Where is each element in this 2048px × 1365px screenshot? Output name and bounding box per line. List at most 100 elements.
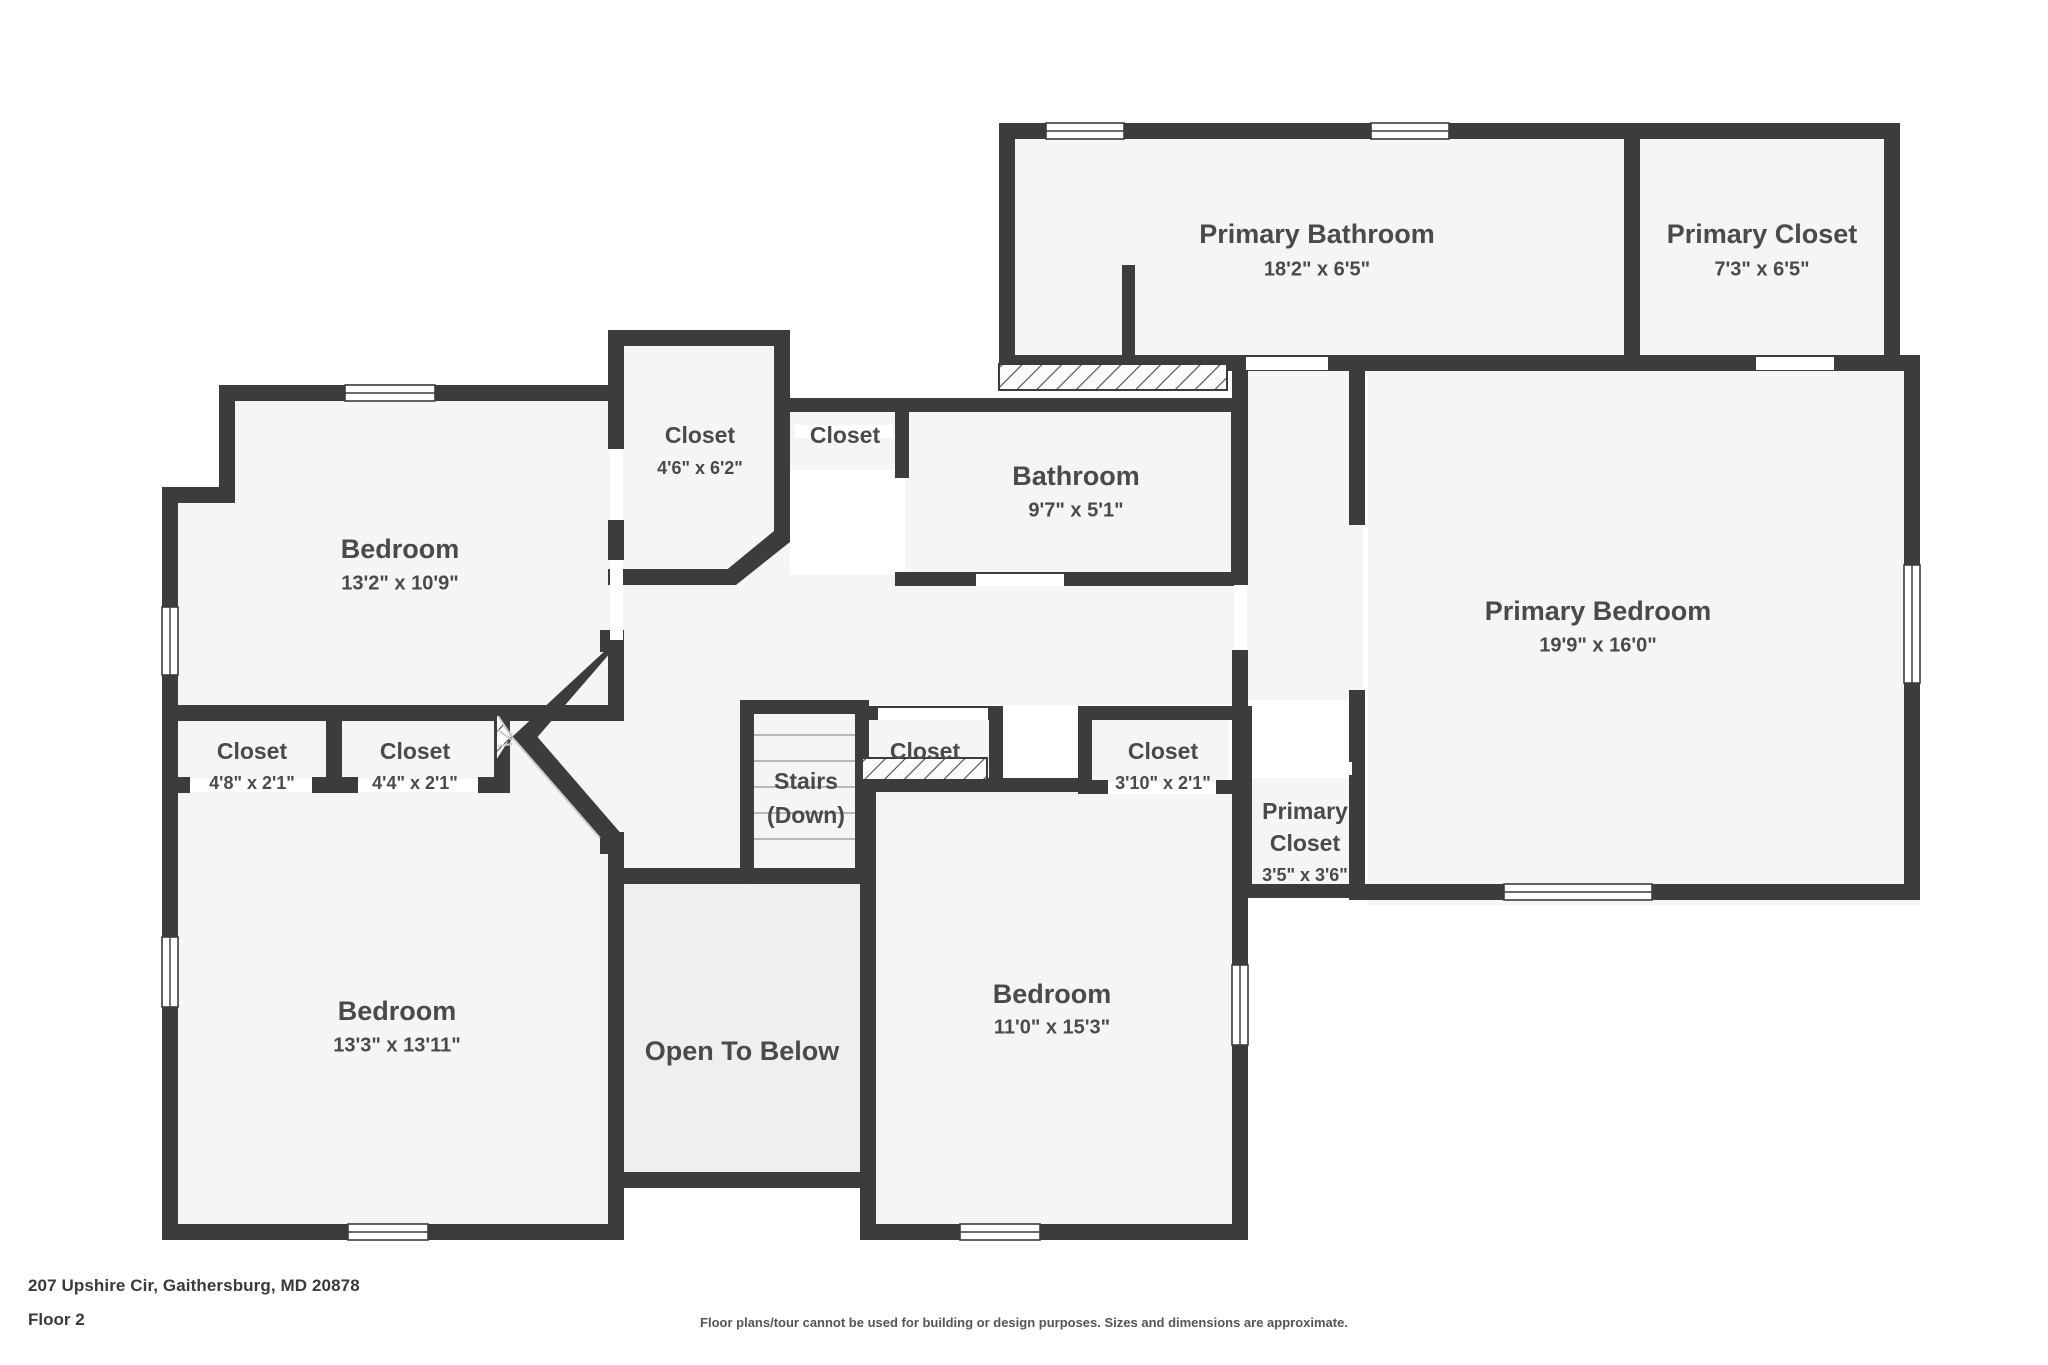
room-fill-primary-bathroom	[1009, 133, 1625, 364]
door-closet-rs-bottom	[1108, 782, 1216, 794]
wall-bbm-bottom	[860, 1224, 1248, 1240]
wall-cc-right	[989, 706, 1003, 792]
wall-cum-top	[780, 398, 908, 412]
wall-btl-left-upper	[219, 385, 235, 495]
label-closet-rs-name: Closet	[1128, 738, 1199, 764]
disclaimer-text: Floor plans/tour cannot be used for buil…	[700, 1315, 1348, 1330]
wall-otb-top	[608, 868, 876, 884]
wall-primary-bedroom-left-upper	[1349, 355, 1365, 525]
wall-stairs-left	[740, 700, 754, 882]
room-fill-bedroom-bottom-left	[170, 790, 620, 1238]
label-bedroom-bl-dim: 13'3" x 13'11"	[333, 1034, 460, 1056]
wall-otb-left	[608, 868, 624, 1188]
room-fill-closet-upper-mid	[790, 410, 900, 470]
room-fill-bedroom-bottom-mid	[862, 790, 1242, 1238]
wall-btl-right-b	[608, 520, 624, 560]
room-fill-primary-bedroom	[1368, 370, 1920, 905]
wall-pb-left	[999, 123, 1015, 369]
label-bedroom-tl-dim: 13'2" x 10'9"	[341, 572, 458, 594]
door-bathroom-bottom	[976, 574, 1064, 586]
door-closet-ul	[795, 425, 893, 438]
label-bedroom-bm-name: Bedroom	[993, 979, 1112, 1009]
label-primary-bathroom-name: Primary Bathroom	[1199, 219, 1435, 249]
label-stairs-name: Stairs	[774, 768, 838, 794]
label-primary-closet-sm-dim: 3'5" x 3'6"	[1262, 865, 1348, 885]
window-pbed-bottom	[1503, 883, 1653, 901]
wall-crs-top	[1078, 706, 1238, 720]
window-bbl-left	[161, 936, 179, 1008]
label-primary-bathroom-dim: 18'2" x 6'5"	[1264, 258, 1370, 280]
wall-crow-bottom-right	[478, 777, 510, 793]
door-swing-lines	[497, 715, 601, 839]
door-closet-center-top	[878, 708, 988, 720]
wall-bbm-top	[989, 778, 1089, 792]
window-btl-top	[344, 384, 436, 402]
label-closet-ul-name: Closet	[665, 422, 736, 448]
wall-bath-top	[895, 398, 1245, 412]
wall-crow-bottom-mid	[312, 777, 358, 793]
label-closet-rr-name: Closet	[380, 738, 451, 764]
room-fill-closet-right-small	[1089, 718, 1229, 790]
window-bbm-bottom	[959, 1223, 1041, 1241]
room-labels: Primary Bathroom 18'2" x 6'5" Primary Cl…	[209, 219, 1857, 1066]
wall-pcs-bottom	[1238, 884, 1365, 898]
wall-otb-bottom	[608, 1172, 876, 1188]
label-primary-closet-sm-name: Primary	[1262, 798, 1348, 824]
wall-hatch-bathroom-top	[998, 363, 1228, 391]
wall-bath-right	[1231, 398, 1245, 586]
floor-label: Floor 2	[28, 1310, 85, 1329]
label-stairs-name2: (Down)	[767, 802, 845, 828]
wall-crs-left	[1078, 706, 1092, 794]
door-closet-row-left	[190, 779, 312, 792]
label-open-to-below-name: Open To Below	[645, 1036, 840, 1066]
label-closet-center-name: Closet	[890, 738, 961, 764]
wall-cul-right	[774, 330, 790, 542]
wall-pcs-right	[1351, 706, 1365, 898]
wall-crow-mid	[326, 715, 342, 785]
room-fill-open-to-below	[622, 882, 860, 1184]
label-bedroom-tl-name: Bedroom	[341, 534, 460, 564]
wall-diagonal-lower	[512, 726, 624, 848]
wall-cul-left	[608, 330, 624, 402]
label-closet-rr-dim: 4'4" x 2'1"	[372, 773, 458, 793]
window-pb-1	[1045, 122, 1125, 140]
wall-pb-pc-divider	[1624, 133, 1640, 369]
property-address: 207 Upshire Cir, Gaithersburg, MD 20878	[28, 1276, 360, 1295]
stair-treads	[754, 734, 855, 840]
wall-primary-bedroom-top	[1355, 355, 1920, 371]
door-hall-to-pbed	[1234, 585, 1247, 650]
window-pbed-right	[1903, 564, 1921, 684]
door-closet-row-right	[358, 779, 478, 792]
wall-bbm-left	[860, 790, 876, 1240]
label-primary-bedroom-name: Primary Bedroom	[1485, 596, 1712, 626]
door-btl-to-hall2	[610, 560, 623, 640]
room-fill-hall-left-sliver	[617, 700, 747, 885]
wall-pb-stub	[1122, 265, 1135, 357]
room-fill-primary-closet-top	[1640, 133, 1890, 364]
wall-crow-top	[162, 705, 512, 721]
label-primary-closet-top-name: Primary Closet	[1667, 219, 1858, 249]
window-btl-left	[161, 606, 179, 676]
wall-bbl-left	[162, 777, 178, 937]
label-primary-closet-sm-name2: Closet	[1270, 830, 1341, 856]
room-fill-hall-right	[1245, 370, 1363, 700]
window-bbl-bottom	[347, 1223, 429, 1241]
label-primary-bedroom-dim: 19'9" x 16'0"	[1539, 634, 1656, 656]
door-primary-closet-sm	[1252, 762, 1352, 775]
door-pb-to-hall	[1246, 357, 1328, 370]
wall-btl-left-lower	[162, 487, 178, 607]
wall-btl-notch	[162, 487, 235, 503]
walls	[162, 123, 1920, 1240]
wall-stairs-top	[740, 700, 869, 714]
door-pc-to-hall	[1756, 357, 1834, 370]
window-bbm-right	[1231, 964, 1249, 1046]
room-fill-closet-row-left	[175, 717, 325, 780]
wall-crow-left	[162, 705, 178, 793]
wall-cul-angled	[724, 531, 790, 585]
wall-cul-bottom	[608, 569, 736, 585]
wall-btl-right-c	[608, 640, 624, 710]
room-fill-primary-closet-small	[1249, 778, 1364, 896]
wall-bath-bottom	[895, 572, 1245, 586]
door-openings	[190, 357, 1834, 794]
